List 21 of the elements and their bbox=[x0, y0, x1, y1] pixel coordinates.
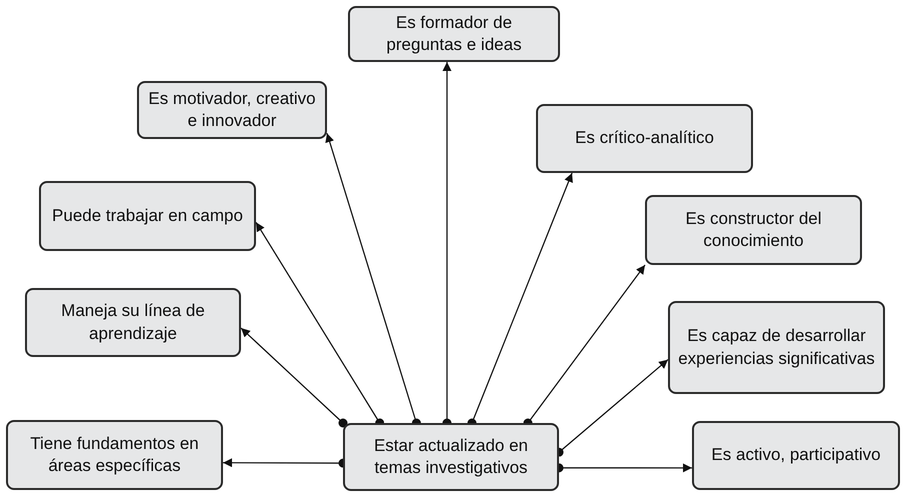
box-text: Es activo, participativo bbox=[711, 444, 881, 466]
rounded-box bbox=[137, 81, 327, 139]
box-text: Puede trabajar en campo bbox=[52, 204, 243, 227]
rounded-box bbox=[645, 195, 862, 265]
box-text: Es constructor del conocimiento bbox=[684, 208, 823, 252]
rounded-box bbox=[348, 6, 560, 62]
box-text: Tiene fundamentos en áreas específicas bbox=[29, 432, 200, 477]
rounded-box bbox=[692, 421, 900, 490]
rounded-box bbox=[39, 181, 256, 251]
box-text: Es formador de preguntas e ideas bbox=[385, 12, 523, 56]
arrow bbox=[240, 328, 348, 428]
rounded-box bbox=[343, 423, 559, 491]
rounded-box bbox=[25, 288, 241, 357]
box-text: Es crítico-analítico bbox=[575, 127, 714, 150]
rounded-box bbox=[668, 301, 885, 394]
rounded-box bbox=[6, 420, 223, 490]
box-text: Es motivador, creativo e innovador bbox=[147, 88, 317, 132]
box-text: Maneja su línea de aprendizaje bbox=[60, 300, 206, 344]
box-text: Es capaz de desarrollar experiencias significativas bbox=[678, 325, 875, 370]
rounded-box bbox=[536, 104, 753, 173]
box-text: Estar actualizado en temas investigativos bbox=[372, 434, 530, 479]
